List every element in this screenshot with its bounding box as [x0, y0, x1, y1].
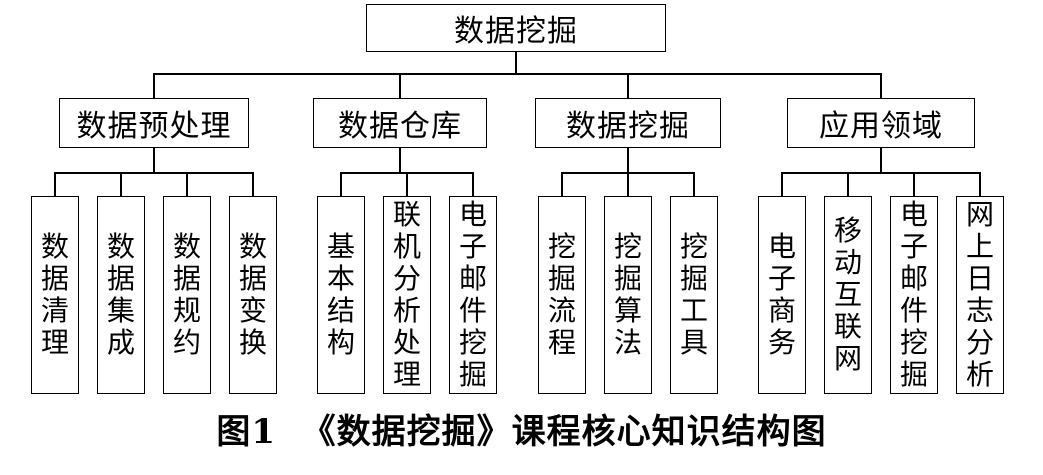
- leaf-label: 数据规约: [172, 230, 201, 359]
- leaf-node: 数据规约: [163, 196, 211, 394]
- leaf-label: 联机分析处理: [392, 198, 421, 391]
- group-stem-line: [399, 148, 401, 173]
- figure-caption: 图1 《数据挖掘》课程核心知识结构图: [216, 412, 827, 452]
- leaf-label: 移动互联网: [833, 214, 862, 375]
- leaf-node: 挖掘算法: [604, 196, 652, 394]
- category-node-applications: 应用领域: [787, 98, 975, 148]
- leaf-node: 数据变换: [229, 196, 277, 394]
- leaf-label: 数据清理: [40, 230, 69, 359]
- leaf-drop-line: [847, 172, 849, 197]
- leaf-node: 移动互联网: [824, 196, 872, 394]
- leaf-label: 电子邮件挖掘: [899, 198, 928, 391]
- category-node-preprocessing: 数据预处理: [59, 98, 249, 148]
- leaf-label: 网上日志分析: [965, 198, 994, 391]
- leaf-label: 基本结构: [326, 230, 355, 359]
- leaf-label: 电子邮件挖掘: [458, 198, 487, 391]
- root-label: 数据挖掘: [454, 14, 578, 49]
- leaf-drop-line: [54, 172, 56, 197]
- leaf-drop-line: [120, 172, 122, 197]
- leaf-drop-line: [340, 172, 342, 197]
- leaf-node: 电子商务: [758, 196, 806, 394]
- category-drop-line: [399, 73, 401, 98]
- category-label: 数据预处理: [76, 109, 232, 144]
- leaf-node: 电子邮件挖掘: [890, 196, 938, 394]
- leaf-drop-line: [561, 172, 563, 197]
- leaf-drop-line: [406, 172, 408, 197]
- category-drop-line: [627, 73, 629, 98]
- leaf-label: 数据变换: [238, 230, 267, 359]
- group-stem-line: [153, 148, 155, 173]
- leaf-node: 网上日志分析: [956, 196, 1004, 394]
- leaf-label: 挖掘流程: [547, 230, 576, 359]
- leaf-drop-line: [627, 172, 629, 197]
- category-node-warehouse: 数据仓库: [313, 98, 487, 148]
- leaf-node: 联机分析处理: [383, 196, 431, 394]
- leaf-drop-line: [781, 172, 783, 197]
- leaf-drop-line: [186, 172, 188, 197]
- root-stem-line: [515, 52, 517, 74]
- category-label: 数据挖掘: [566, 109, 690, 144]
- category-drop-line: [153, 73, 155, 98]
- leaf-node: 挖掘工具: [670, 196, 718, 394]
- category-bus-line: [153, 73, 882, 75]
- category-label: 应用领域: [819, 109, 943, 144]
- leaf-label: 挖掘算法: [613, 230, 642, 359]
- group-bus-line: [54, 172, 254, 174]
- group-stem-line: [627, 148, 629, 173]
- group-stem-line: [880, 148, 882, 173]
- leaf-label: 数据集成: [106, 230, 135, 359]
- leaf-label: 挖掘工具: [679, 230, 708, 359]
- group-bus-line: [781, 172, 981, 174]
- leaf-drop-line: [252, 172, 254, 197]
- category-label: 数据仓库: [338, 109, 462, 144]
- leaf-drop-line: [693, 172, 695, 197]
- leaf-node: 数据集成: [97, 196, 145, 394]
- leaf-drop-line: [472, 172, 474, 197]
- leaf-drop-line: [979, 172, 981, 197]
- leaf-node: 挖掘流程: [538, 196, 586, 394]
- category-drop-line: [880, 73, 882, 98]
- leaf-label: 电子商务: [767, 230, 796, 359]
- root-node: 数据挖掘: [366, 4, 666, 52]
- leaf-node: 电子邮件挖掘: [449, 196, 497, 394]
- leaf-node: 数据清理: [31, 196, 79, 394]
- leaf-node: 基本结构: [317, 196, 365, 394]
- leaf-drop-line: [913, 172, 915, 197]
- category-node-mining: 数据挖掘: [535, 98, 721, 148]
